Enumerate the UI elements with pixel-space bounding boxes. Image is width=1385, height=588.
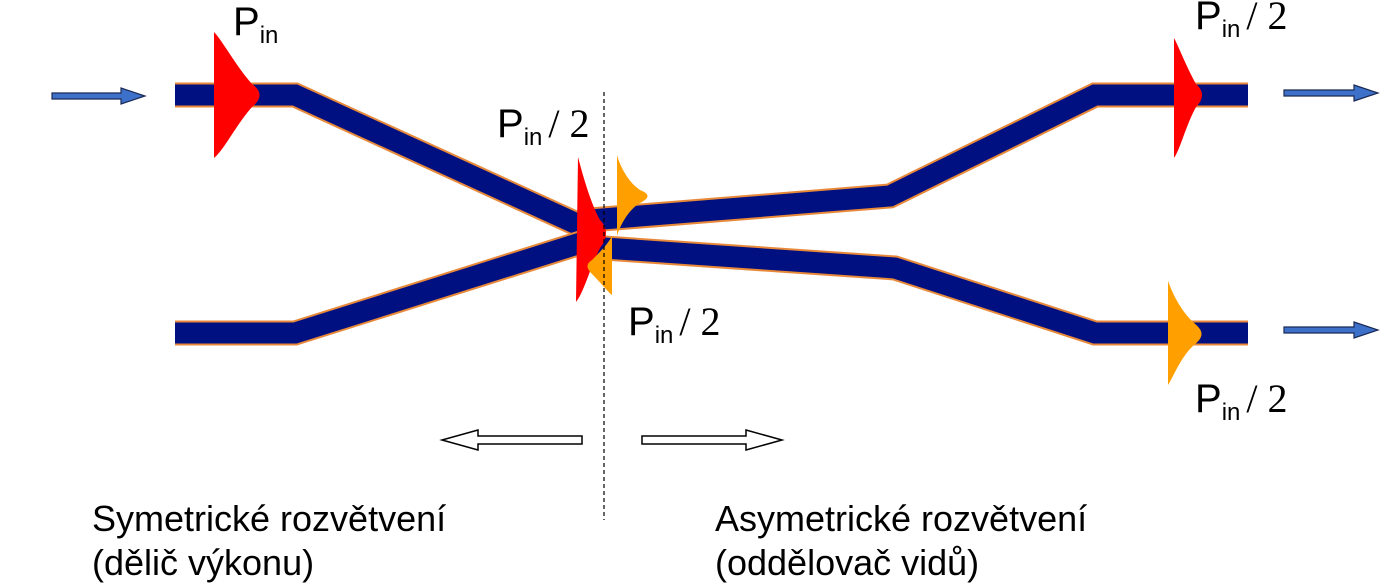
mode-profile-center-orange-top: [617, 155, 648, 236]
label-p: P: [1195, 377, 1222, 421]
label-subscript: in: [523, 124, 543, 151]
caption-asymmetric: Asymetrické rozvětvení (oddělovač vidů): [715, 497, 1087, 585]
label-subscript: in: [1221, 399, 1241, 426]
label-half: / 2: [548, 101, 590, 146]
label-output-lower-power: Pin/ 2: [1195, 376, 1288, 425]
label-center-lower-power: Pin/ 2: [628, 299, 721, 348]
arrow-output-upper-icon: [1283, 84, 1380, 102]
caption-symmetric-title: Symetrické rozvětvení: [92, 498, 447, 539]
label-input-power: Pin: [233, 0, 278, 48]
io-arrows: [51, 84, 1380, 339]
waveguide-upper-right: [589, 84, 1248, 231]
caption-asymmetric-subtitle: (oddělovač vidů): [715, 542, 980, 583]
label-subscript: in: [1221, 16, 1241, 43]
arrow-output-lower-icon: [1283, 321, 1380, 339]
label-half: / 2: [1246, 376, 1288, 421]
caption-symmetric: Symetrické rozvětvení (dělič výkonu): [92, 497, 446, 585]
mode-profile-input-red: [214, 32, 260, 158]
waveguides: [175, 82, 1248, 346]
mode-profile-output-lower-orange: [1168, 281, 1202, 385]
arrow-right-hollow-icon: [641, 429, 785, 451]
label-p: P: [497, 102, 524, 146]
waveguide-lower-left: [175, 229, 594, 344]
label-half: / 2: [1246, 0, 1288, 38]
waveguide-upper-right-edge: [589, 82, 1248, 233]
arrow-left-hollow-icon: [439, 429, 583, 451]
label-p: P: [233, 0, 260, 44]
mode-profiles: [214, 32, 1202, 385]
direction-arrows: [439, 429, 785, 451]
label-subscript: in: [259, 22, 279, 49]
mode-profile-center-red: [576, 157, 606, 302]
mode-profile-output-upper-red: [1174, 38, 1202, 158]
mode-profile-center-orange-bottom: [587, 236, 612, 295]
label-p: P: [1195, 0, 1222, 38]
caption-asymmetric-title: Asymetrické rozvětvení: [715, 498, 1088, 539]
caption-symmetric-subtitle: (dělič výkonu): [92, 542, 315, 583]
label-output-upper-power: Pin/ 2: [1195, 0, 1288, 42]
label-half: / 2: [679, 299, 721, 344]
label-subscript: in: [654, 322, 674, 349]
label-p: P: [628, 300, 655, 344]
arrow-input-icon: [51, 87, 147, 105]
label-center-upper-power: Pin/ 2: [497, 101, 590, 150]
